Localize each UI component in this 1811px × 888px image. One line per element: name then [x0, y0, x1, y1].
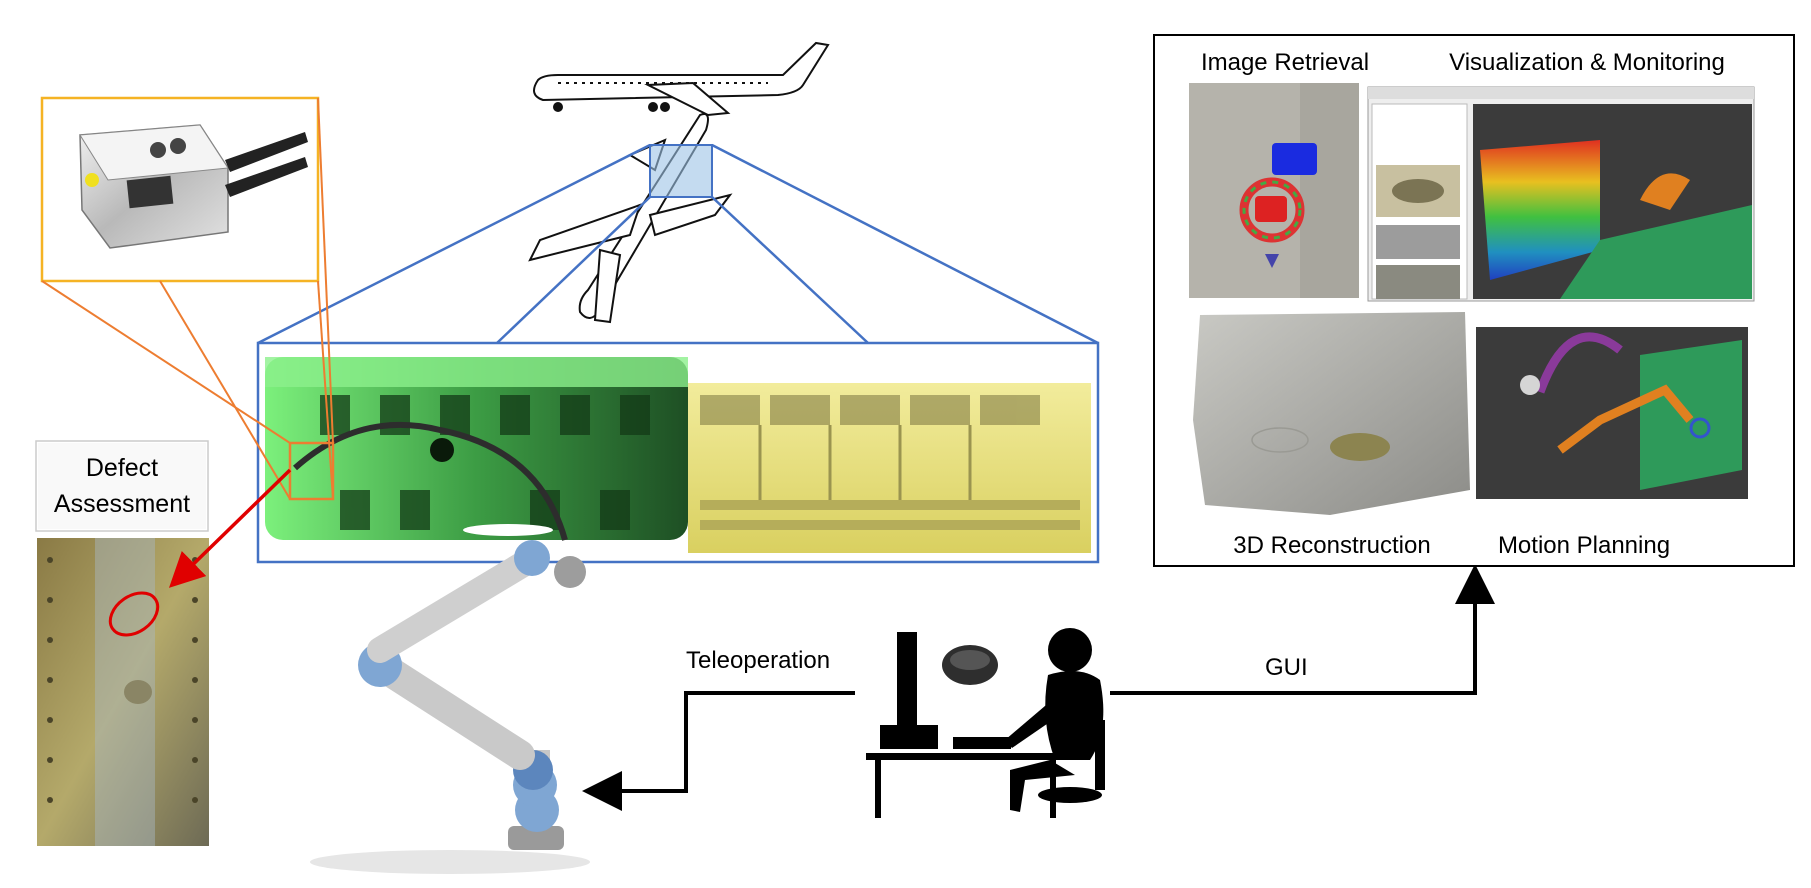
- wing-box-cross-section: [256, 341, 1100, 564]
- defect-label-line2: Assessment: [54, 490, 190, 518]
- defect-photo: [37, 538, 209, 846]
- gui-arrow: [1110, 564, 1495, 695]
- gui-label: GUI: [1265, 654, 1308, 681]
- sensor-inset: [40, 96, 320, 283]
- wing-section-highlight: [649, 144, 713, 198]
- teleoperation-arrow: [582, 691, 855, 811]
- reconstruction-title: 3D Reconstruction: [1233, 532, 1430, 559]
- robot-arm-icon: [310, 540, 590, 874]
- defect-marker: [108, 591, 160, 637]
- zoom-projection-lines: [257, 143, 1099, 345]
- defect-assessment-label-box: Defect Assessment: [35, 440, 209, 532]
- defect-label-line1: Defect: [86, 454, 158, 482]
- gui-panel: Image Retrieval Visualization & Monitori…: [1153, 34, 1795, 567]
- visualization-title: Visualization & Monitoring: [1449, 49, 1725, 76]
- image-retrieval-title: Image Retrieval: [1201, 49, 1369, 76]
- teleoperation-label: Teleoperation: [686, 647, 830, 674]
- reconstruction-view: [1193, 312, 1470, 515]
- sensor-callout-lines: [41, 97, 334, 500]
- motion-planning-view: [1476, 327, 1748, 499]
- airplane-side-icon: [533, 41, 830, 117]
- sensor-device-icon: [79, 124, 308, 249]
- defect-arrow: [168, 468, 292, 588]
- motion-planning-title: Motion Planning: [1498, 532, 1670, 559]
- operator-at-workstation-icon: [866, 628, 1105, 818]
- image-retrieval-view: [1189, 83, 1359, 298]
- visualization-view: [1367, 86, 1755, 302]
